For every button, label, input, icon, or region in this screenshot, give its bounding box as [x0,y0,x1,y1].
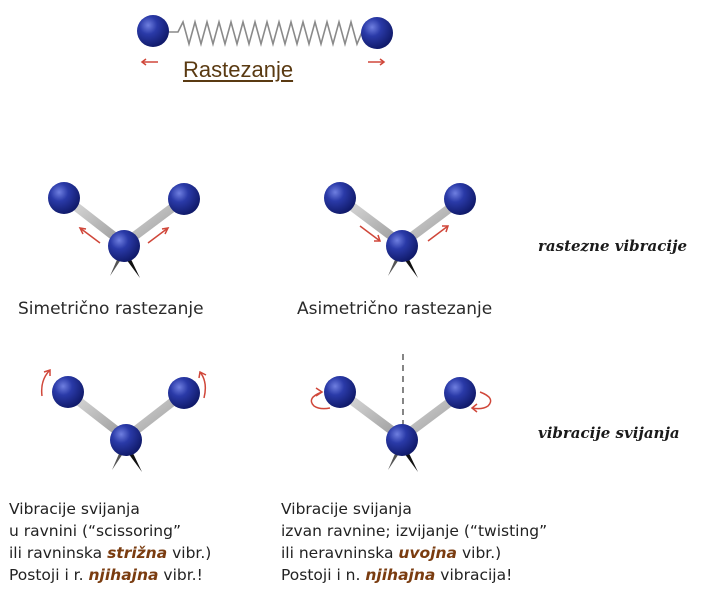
molecule-twisting [310,354,492,472]
atom [386,424,418,456]
desc-text: ili neravninska [281,544,399,562]
desc-text: vibracija! [435,566,513,584]
desc-text: Postoji i r. [9,566,89,584]
desc-line: u ravnini (“scissoring” [9,522,181,540]
desc-text: vibr.! [158,566,203,584]
atom [386,230,418,262]
desc-text: vibr.) [167,544,212,562]
desc-emphasis: strižna [107,544,168,562]
spring-molecule [137,15,393,66]
molecule-asymmetric-stretch [324,182,476,278]
description-out-of-plane: Vibracije svijanja izvan ravnine; izvija… [281,498,547,586]
spring [168,18,372,48]
atom [324,182,356,214]
molecule-symmetric-stretch [48,182,200,278]
desc-line: Vibracije svijanja [281,500,412,518]
atom [444,377,476,409]
atom [444,183,476,215]
atom [52,376,84,408]
rotation-arrow-icon [310,387,492,413]
atom [324,376,356,408]
atom [168,377,200,409]
desc-line: ili neravninska uvojna vibr.) [281,542,547,564]
desc-text: ili ravninska [9,544,108,562]
desc-text: vibr.) [457,544,502,562]
desc-emphasis: njihajna [365,566,436,584]
atom [168,183,200,215]
arrow-left-icon [140,58,158,66]
atom [108,230,140,262]
description-in-plane: Vibracije svijanja u ravnini (“scissorin… [9,498,211,586]
desc-text: Postoji i n. [281,566,366,584]
caption-asymmetric: Asimetrično rastezanje [297,299,493,319]
desc-line: Postoji i n. njihajna vibracija! [281,564,547,586]
arrow-icon [359,225,450,242]
atom [48,182,80,214]
desc-emphasis: njihajna [88,566,159,584]
desc-line: Postoji i r. njihajna vibr.! [9,564,211,586]
desc-line: ili ravninska strižna vibr.) [9,542,211,564]
atom [137,15,169,47]
caption-symmetric: Simetrično rastezanje [18,299,204,319]
arrow-right-icon [368,58,386,66]
atom [110,424,142,456]
desc-line: Vibracije svijanja [9,500,140,518]
label-stretching-vibrations: rastezne vibracije [538,237,688,255]
desc-line: izvan ravnine; izvijanje (“twisting” [281,522,548,540]
molecule-scissoring [40,368,207,472]
arrow-icon [78,227,170,244]
curved-arrow-icon [40,368,207,399]
label-bending-vibrations: vibracije svijanja [538,424,680,442]
desc-emphasis: uvojna [398,544,458,562]
page-title: Rastezanje [183,57,294,82]
atom [361,17,393,49]
